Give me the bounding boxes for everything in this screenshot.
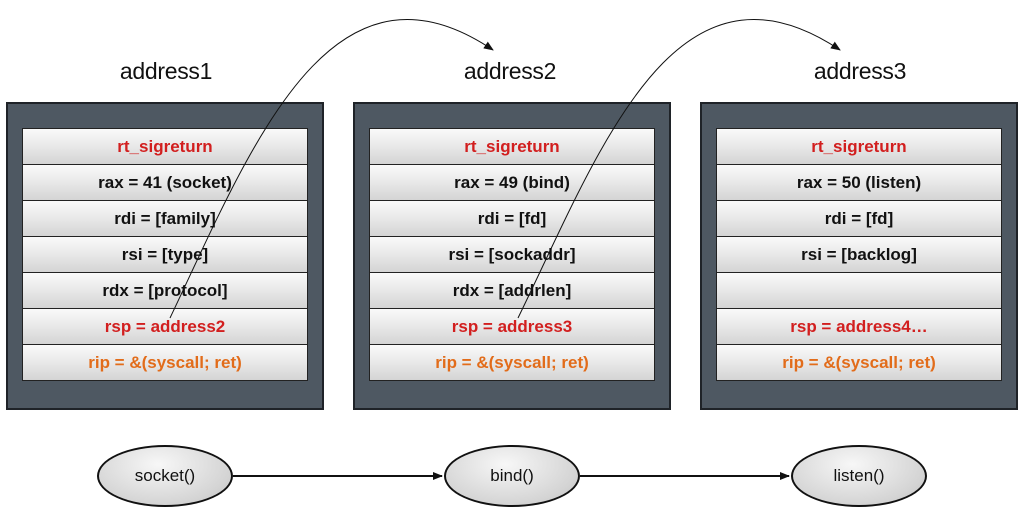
row-rsi: rsi = [backlog]	[717, 237, 1001, 273]
stack-address2: rt_sigreturn rax = 49 (bind) rdi = [fd] …	[369, 128, 655, 381]
row-rsi: rsi = [sockaddr]	[370, 237, 654, 273]
row-rsp: rsp = address4…	[717, 309, 1001, 345]
stack-address1: rt_sigreturn rax = 41 (socket) rdi = [fa…	[22, 128, 308, 381]
row-rdi: rdi = [fd]	[370, 201, 654, 237]
address3-title: address3	[813, 58, 907, 84]
row-rsp: rsp = address2	[23, 309, 307, 345]
row-rsi: rsi = [type]	[23, 237, 307, 273]
row-rdx: rdx = [protocol]	[23, 273, 307, 309]
row-rdi: rdi = [family]	[23, 201, 307, 237]
address1-title: address1	[119, 58, 213, 84]
row-rax: rax = 41 (socket)	[23, 165, 307, 201]
address2-title: address2	[463, 58, 557, 84]
row-rip: rip = &(syscall; ret)	[717, 345, 1001, 381]
frame-address2: rt_sigreturn rax = 49 (bind) rdi = [fd] …	[353, 102, 671, 410]
row-rt-sigreturn: rt_sigreturn	[370, 129, 654, 165]
frame-address3: rt_sigreturn rax = 50 (listen) rdi = [fd…	[700, 102, 1018, 410]
node-listen: listen()	[791, 445, 927, 507]
row-rsp: rsp = address3	[370, 309, 654, 345]
frame-address1: rt_sigreturn rax = 41 (socket) rdi = [fa…	[6, 102, 324, 410]
row-rax: rax = 50 (listen)	[717, 165, 1001, 201]
row-rdi: rdi = [fd]	[717, 201, 1001, 237]
row-rip: rip = &(syscall; ret)	[23, 345, 307, 381]
row-rdx: rdx = [addrlen]	[370, 273, 654, 309]
node-socket: socket()	[97, 445, 233, 507]
row-rax: rax = 49 (bind)	[370, 165, 654, 201]
row-rt-sigreturn: rt_sigreturn	[23, 129, 307, 165]
stack-address3: rt_sigreturn rax = 50 (listen) rdi = [fd…	[716, 128, 1002, 381]
row-rip: rip = &(syscall; ret)	[370, 345, 654, 381]
row-empty	[717, 273, 1001, 309]
row-rt-sigreturn: rt_sigreturn	[717, 129, 1001, 165]
node-bind: bind()	[444, 445, 580, 507]
